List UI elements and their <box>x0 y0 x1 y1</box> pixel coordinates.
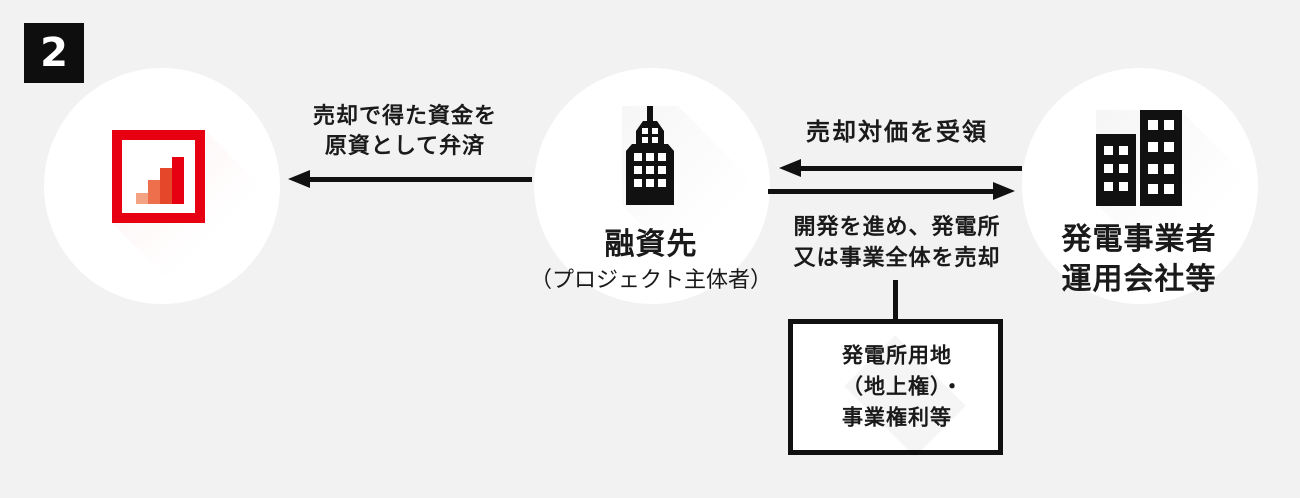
box-connector-line <box>893 280 898 321</box>
repay-arrow-line <box>306 177 532 182</box>
operator-title-line1: 発電事業者 <box>1061 222 1217 257</box>
develop-label-line1: 開発を進め、発電所 <box>793 215 1001 240</box>
step-number: 2 <box>40 30 68 76</box>
develop-arrow-line <box>768 189 995 194</box>
receive-label: 売却対価を受領 <box>806 118 988 146</box>
asset-box-line2: （地上権）・ <box>842 374 964 399</box>
develop-label: 開発を進め、発電所 又は事業全体を売却 <box>793 212 1000 274</box>
office-building-icon <box>626 106 674 205</box>
operator-title-line2: 運用会社等 <box>1061 262 1217 297</box>
asset-box-text: 発電所用地 （地上権）・ 事業権利等 <box>842 341 964 434</box>
asset-box-line3: 事業権利等 <box>842 405 952 430</box>
step-number-badge: 2 <box>24 23 84 83</box>
operator-circle <box>1022 68 1258 304</box>
asset-box-line1: 発電所用地 <box>842 343 952 368</box>
two-buildings-icon <box>1096 110 1182 206</box>
borrower-circle <box>534 68 770 304</box>
asset-box: 発電所用地 （地上権）・ 事業権利等 <box>788 319 1003 457</box>
repay-label-line2: 原資として弁済 <box>324 134 486 159</box>
lender-circle <box>44 68 280 304</box>
bar-chart-logo-icon <box>112 130 205 223</box>
receive-arrow-head-icon <box>779 159 801 177</box>
develop-label-line2: 又は事業全体を売却 <box>793 246 1001 271</box>
receive-arrow-line <box>797 166 1022 171</box>
develop-arrow-head-icon <box>993 182 1015 200</box>
operator-title: 発電事業者 運用会社等 <box>1062 220 1217 300</box>
repay-arrow-head-icon <box>288 170 310 188</box>
borrower-subtitle: （プロジェクト主体者） <box>529 268 773 293</box>
repay-label-line1: 売却で得た資金を <box>312 104 498 129</box>
repay-label: 売却で得た資金を 原資として弁済 <box>313 102 497 162</box>
borrower-title: 融資先 <box>604 227 698 262</box>
